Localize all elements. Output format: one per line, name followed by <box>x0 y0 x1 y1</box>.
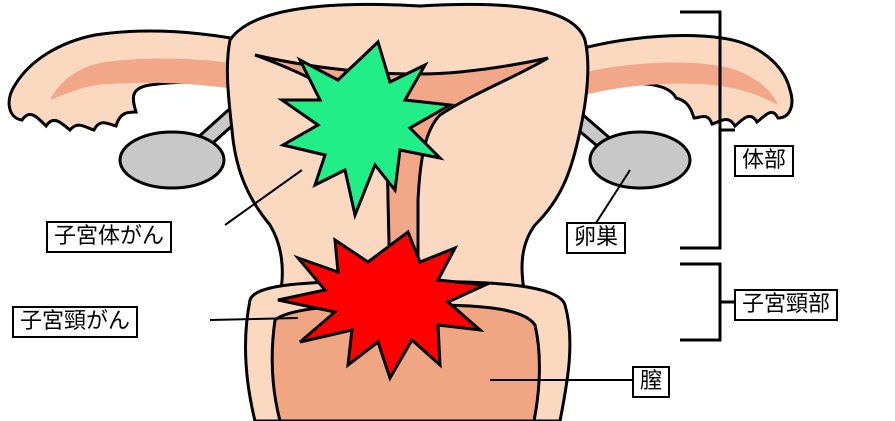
label-cervical-cancer: 子宮頸がん <box>12 306 138 338</box>
label-cervix: 子宮頸部 <box>734 289 838 321</box>
bracket-cervix <box>680 264 735 340</box>
label-ovary: 卵巣 <box>566 222 626 254</box>
left-ovary <box>120 132 224 188</box>
label-corpus-cancer: 子宮体がん <box>46 221 172 253</box>
label-vagina: 膣 <box>632 366 670 398</box>
right-ovary <box>590 132 690 188</box>
label-body: 体部 <box>734 145 794 177</box>
